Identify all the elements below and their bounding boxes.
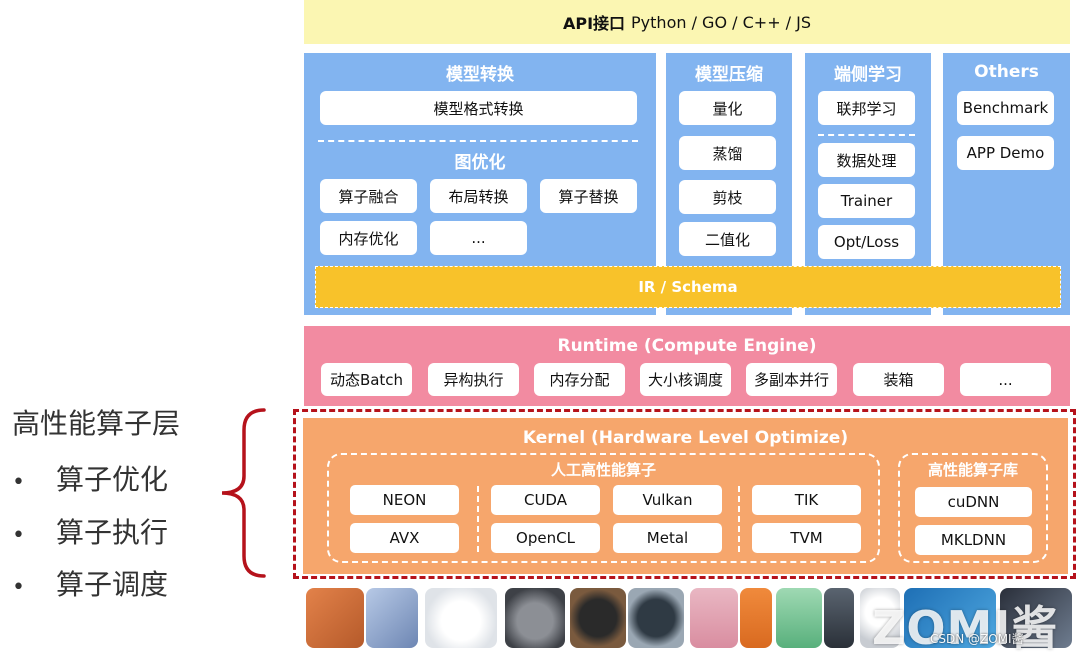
distillation-button[interactable]: 蒸馏 bbox=[679, 136, 776, 170]
group-divider bbox=[477, 486, 479, 552]
bullet-text: 算子执行 bbox=[56, 516, 169, 549]
tik-button[interactable]: TIK bbox=[752, 485, 861, 515]
band-green-image bbox=[776, 588, 822, 648]
model-conversion-title: 模型转换 bbox=[446, 64, 514, 85]
manual-operators-title: 人工高性能算子 bbox=[550, 460, 656, 479]
app-demo-button[interactable]: APP Demo bbox=[957, 136, 1054, 170]
runtime-more-button[interactable]: ... bbox=[960, 363, 1051, 396]
more-button[interactable]: ... bbox=[430, 221, 527, 255]
phone-blue-image bbox=[366, 588, 418, 648]
multi-replica-parallel-button[interactable]: 多副本并行 bbox=[746, 363, 837, 396]
pruning-button[interactable]: 剪枝 bbox=[679, 180, 776, 214]
watermark: ZOMI酱 bbox=[872, 601, 1059, 655]
bullet-dot: • bbox=[12, 575, 25, 600]
credit-text: CSDN @ZOMI酱 bbox=[930, 632, 1024, 646]
bullet-text: 算子调度 bbox=[56, 568, 169, 601]
packing-button[interactable]: 装箱 bbox=[853, 363, 944, 396]
bullet-dot: • bbox=[12, 470, 25, 495]
watch-silver-image bbox=[628, 588, 684, 648]
memory-optimization-button[interactable]: 内存优化 bbox=[320, 221, 417, 255]
bullet-dot: • bbox=[12, 523, 25, 548]
opt-loss-button[interactable]: Opt/Loss bbox=[818, 225, 915, 259]
ir-schema-bar: IR / Schema bbox=[315, 266, 1061, 308]
bullet-item: • 算子调度 bbox=[12, 563, 168, 603]
curly-brace-icon bbox=[221, 408, 266, 578]
tvm-button[interactable]: TVM bbox=[752, 523, 861, 553]
manual-operators-group bbox=[327, 453, 880, 563]
cudnn-button[interactable]: cuDNN bbox=[915, 487, 1032, 517]
band-pink-image bbox=[690, 588, 738, 648]
quantization-button[interactable]: 量化 bbox=[679, 91, 776, 125]
layout-conversion-button[interactable]: 布局转换 bbox=[430, 179, 527, 213]
mkldnn-button[interactable]: MKLDNN bbox=[915, 525, 1032, 555]
kernel-highlight-outline bbox=[293, 409, 1076, 579]
opencl-button[interactable]: OpenCL bbox=[491, 523, 600, 553]
divider bbox=[818, 134, 915, 136]
bullet-text: 算子优化 bbox=[56, 463, 169, 496]
memory-allocation-button[interactable]: 内存分配 bbox=[534, 363, 625, 396]
operator-library-group bbox=[898, 453, 1048, 563]
band-dark-image bbox=[824, 588, 854, 648]
api-languages: Python / GO / C++ / JS bbox=[631, 12, 812, 32]
heterogeneous-execution-button[interactable]: 异构执行 bbox=[428, 363, 519, 396]
earbuds-gray-image bbox=[505, 588, 565, 648]
op-fusion-button[interactable]: 算子融合 bbox=[320, 179, 417, 213]
model-format-conversion-button[interactable]: 模型格式转换 bbox=[320, 91, 637, 125]
tablet-image bbox=[1000, 588, 1072, 648]
band-orange-image bbox=[740, 588, 772, 648]
metal-button[interactable]: Metal bbox=[613, 523, 722, 553]
big-little-core-scheduling-button[interactable]: 大小核调度 bbox=[640, 363, 731, 396]
operator-layer-title: 高性能算子层 bbox=[12, 407, 181, 440]
camera-white-image bbox=[860, 588, 900, 648]
api-bar: API接口 Python / GO / C++ / JS bbox=[304, 0, 1070, 44]
cuda-button[interactable]: CUDA bbox=[491, 485, 600, 515]
model-compression-title: 模型压缩 bbox=[695, 64, 763, 85]
bullet-item: • 算子优化 bbox=[12, 458, 168, 498]
op-replacement-button[interactable]: 算子替换 bbox=[540, 179, 637, 213]
operator-library-title: 高性能算子库 bbox=[927, 460, 1018, 479]
phone-orange-image bbox=[306, 588, 364, 648]
laptop-image bbox=[904, 588, 996, 648]
trainer-button[interactable]: Trainer bbox=[818, 184, 915, 218]
others-title: Others bbox=[974, 62, 1039, 82]
data-processing-button[interactable]: 数据处理 bbox=[818, 143, 915, 177]
dynamic-batch-button[interactable]: 动态Batch bbox=[321, 363, 412, 396]
divider bbox=[318, 140, 638, 142]
bullet-item: • 算子执行 bbox=[12, 511, 168, 551]
avx-button[interactable]: AVX bbox=[350, 523, 459, 553]
benchmark-button[interactable]: Benchmark bbox=[957, 91, 1054, 125]
binarization-button[interactable]: 二值化 bbox=[679, 222, 776, 256]
neon-button[interactable]: NEON bbox=[350, 485, 459, 515]
on-device-learning-title: 端侧学习 bbox=[834, 64, 902, 85]
graph-optimization-title: 图优化 bbox=[454, 152, 506, 173]
earbuds-white-image bbox=[425, 588, 497, 648]
runtime-title: Runtime (Compute Engine) bbox=[557, 336, 817, 356]
group-divider bbox=[738, 486, 740, 552]
vulkan-button[interactable]: Vulkan bbox=[613, 485, 722, 515]
federated-learning-button[interactable]: 联邦学习 bbox=[818, 91, 915, 125]
kernel-title: Kernel (Hardware Level Optimize) bbox=[522, 428, 849, 448]
watch-brown-image bbox=[570, 588, 626, 648]
api-label: API接口 bbox=[562, 14, 626, 33]
